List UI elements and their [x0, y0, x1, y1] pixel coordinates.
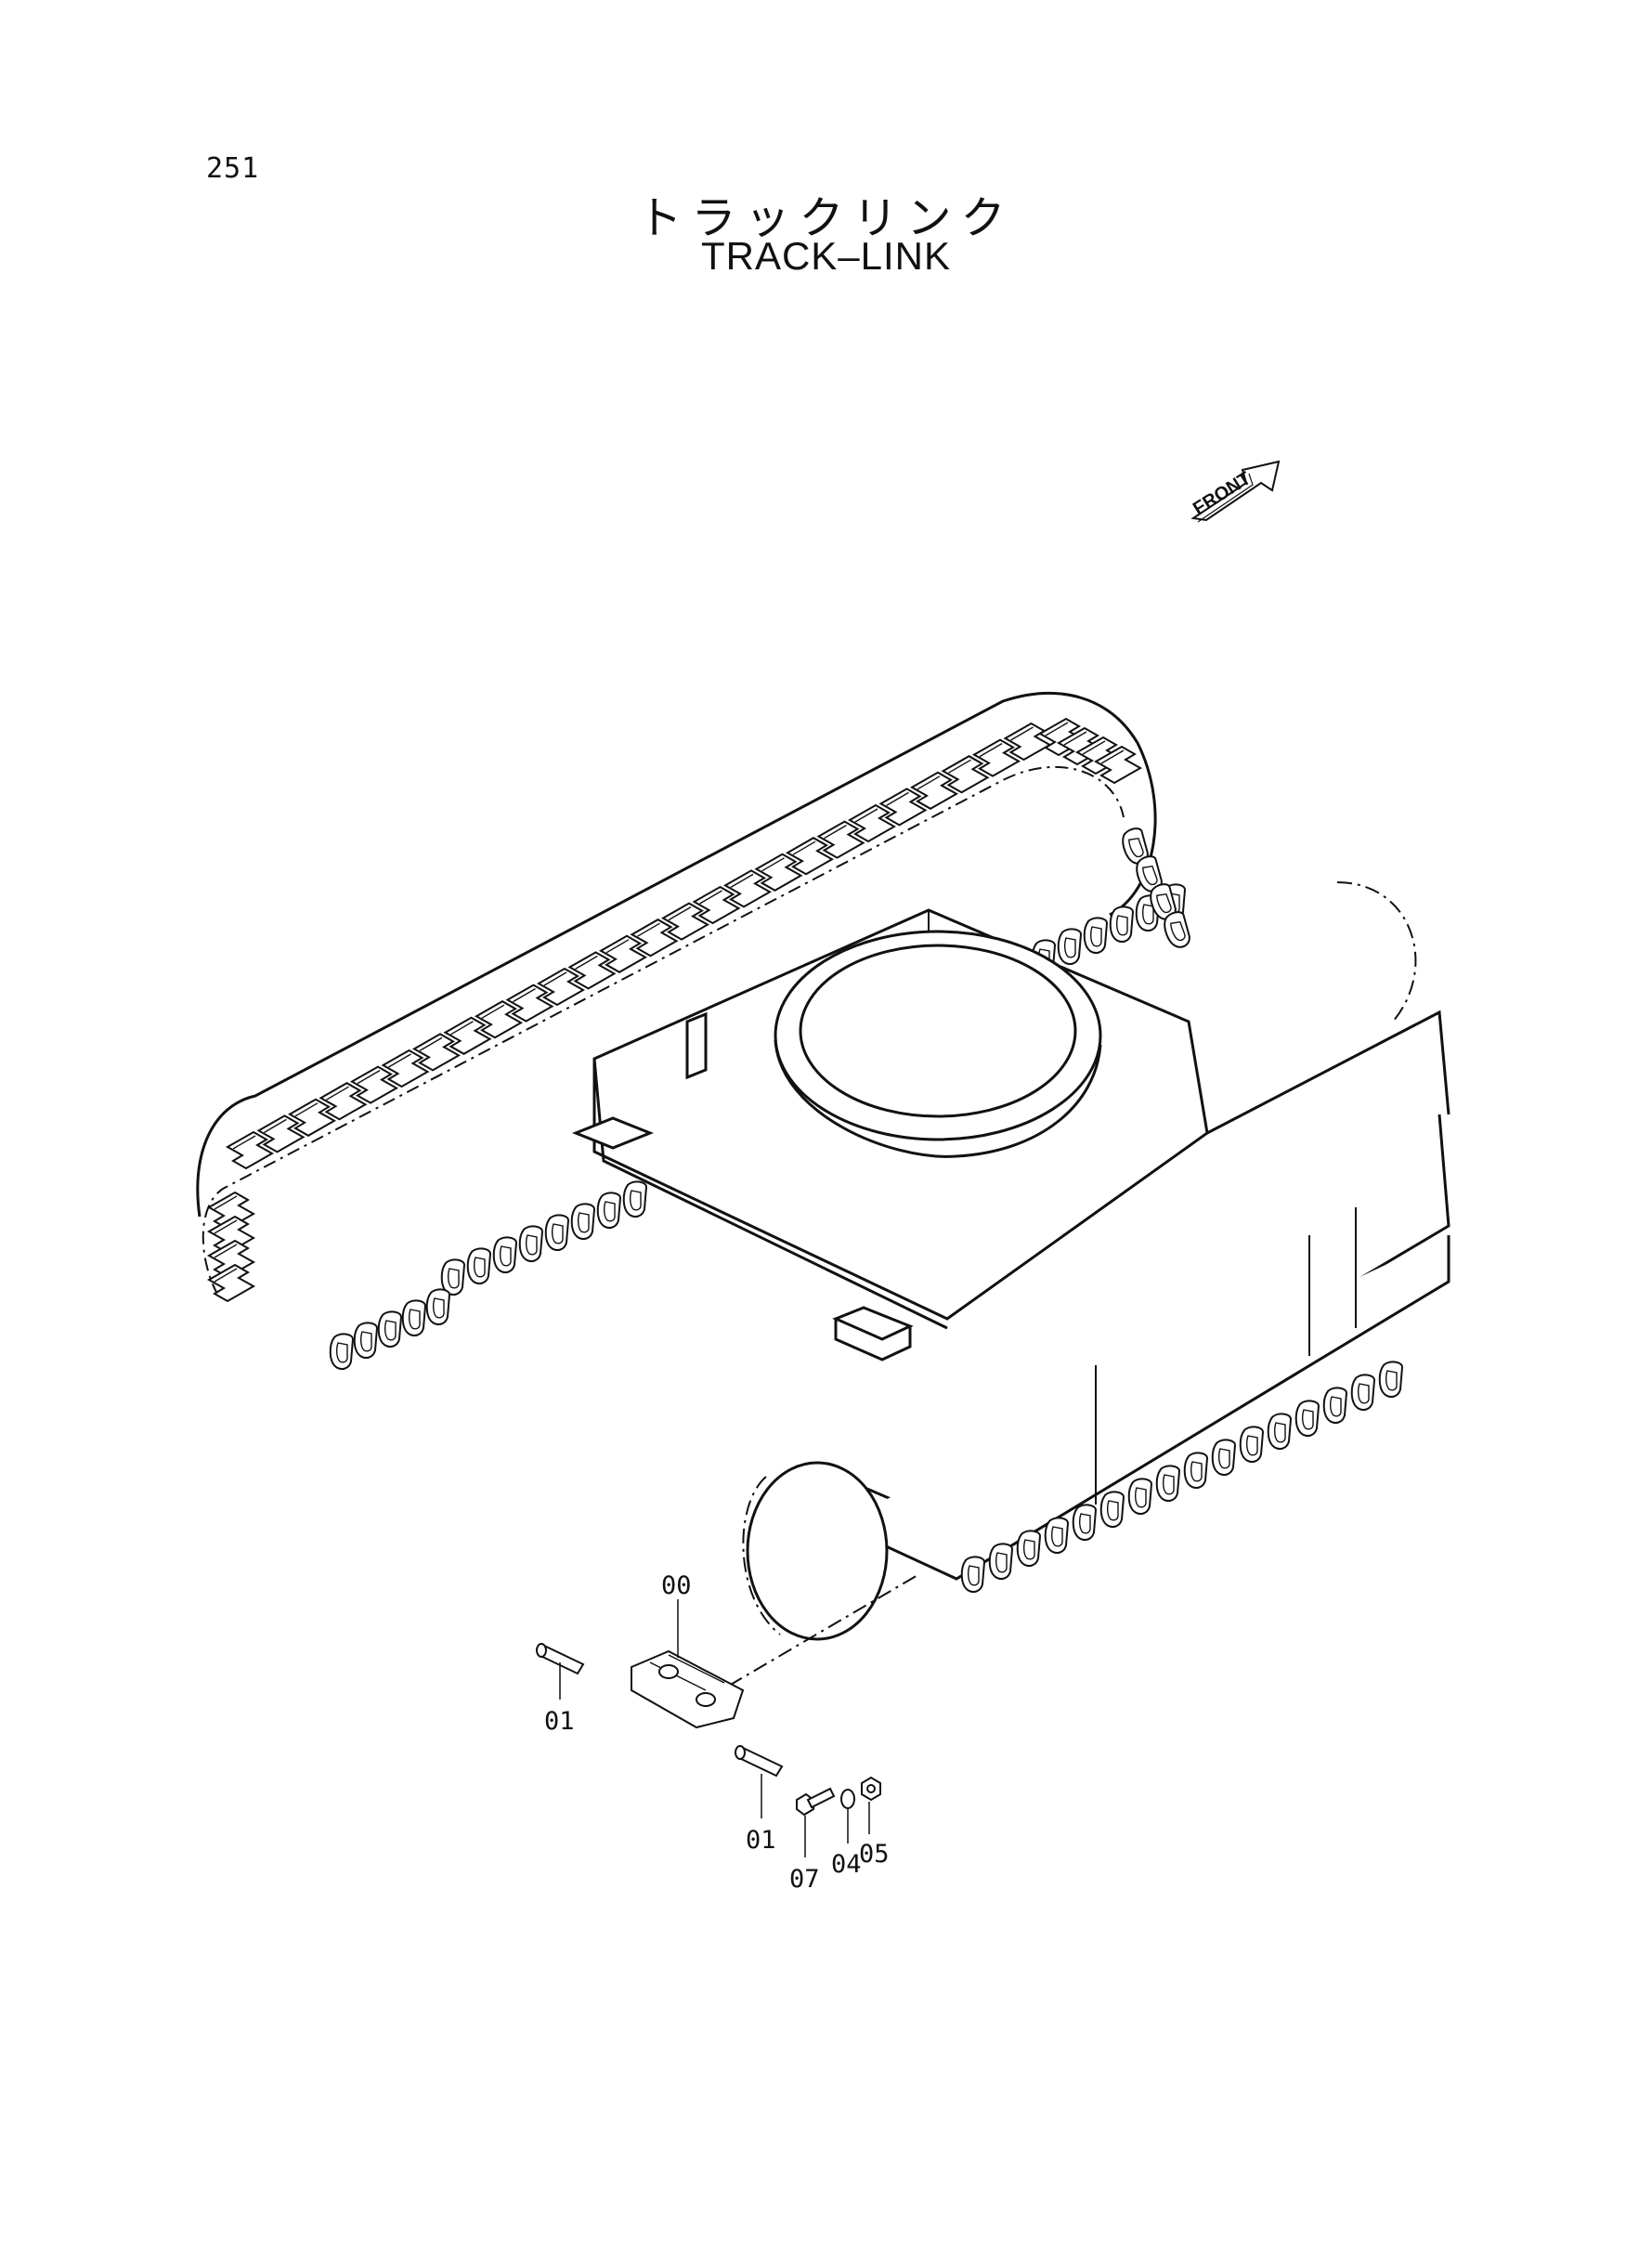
track-link [1294, 1400, 1320, 1437]
track-shoe [849, 804, 895, 842]
track-shoe [538, 968, 584, 1006]
track-link [1127, 1478, 1152, 1515]
pin-left-part [536, 1643, 585, 1700]
track-shoe [568, 951, 616, 990]
nut-part [861, 1776, 881, 1834]
page-title-english: TRACK–LINK [700, 234, 952, 278]
rear-track-links [329, 1288, 450, 1370]
track-link [988, 1543, 1013, 1580]
washer-part [840, 1789, 855, 1844]
track-link [544, 1214, 569, 1251]
track-shoe [942, 755, 989, 794]
leader-line-chain [728, 1573, 920, 1687]
track-link [1155, 1465, 1180, 1502]
track-shoe [227, 1131, 273, 1169]
track-link [1044, 1517, 1069, 1554]
track-link [1057, 928, 1082, 965]
track-shoe [724, 869, 771, 908]
track-link [329, 1333, 354, 1370]
bolt-part [796, 1787, 836, 1857]
track-link [1322, 1387, 1347, 1424]
track-link [377, 1310, 402, 1348]
track-shoe [382, 1049, 429, 1088]
track-shoe [600, 934, 646, 973]
track-shoe [973, 738, 1020, 777]
track-link [492, 1236, 517, 1273]
track-link [425, 1288, 450, 1325]
track-shoe [1004, 723, 1051, 761]
track-link [1099, 1491, 1125, 1528]
track-shoe [289, 1098, 335, 1137]
page-number: 251 [206, 152, 260, 185]
track-link [622, 1180, 647, 1218]
track-link [1211, 1439, 1236, 1476]
track-shoe [755, 853, 802, 892]
track-link [1016, 1530, 1041, 1567]
track-shoe [787, 837, 833, 876]
page-title-japanese: トラックリンク [637, 192, 1015, 244]
upper-track-chain [196, 691, 1157, 1302]
pin-right-part [735, 1745, 784, 1818]
track-link [1239, 1426, 1264, 1463]
track-link [960, 1556, 985, 1593]
track-shoe [506, 984, 553, 1023]
track-link [518, 1225, 543, 1262]
track-shoe [911, 771, 957, 810]
track-shoe [319, 1082, 367, 1121]
callout-washer: 04 [831, 1850, 862, 1879]
track-link [1072, 1504, 1097, 1541]
track-link [1083, 917, 1108, 954]
track-link [1350, 1374, 1375, 1411]
track-shoe [413, 1033, 460, 1072]
track-link [1183, 1452, 1208, 1489]
callout-pin-left: 01 [544, 1707, 575, 1736]
track-shoe [257, 1114, 305, 1153]
front-arrow-icon: FRONT [1190, 460, 1281, 523]
track-link [401, 1299, 426, 1336]
undercarriage-frame [571, 881, 1450, 1641]
callout-nut: 05 [859, 1840, 890, 1869]
track-shoe [631, 919, 678, 958]
track-link [596, 1192, 621, 1229]
track-link [1109, 905, 1134, 943]
track-shoe [817, 820, 865, 859]
callout-pin-right: 01 [746, 1826, 776, 1855]
track-shoe [351, 1065, 397, 1104]
callout-assembly: 00 [661, 1571, 692, 1600]
track-shoe [879, 788, 927, 827]
callout-bolt: 07 [789, 1865, 820, 1894]
track-shoe [662, 902, 709, 941]
track-link [1267, 1413, 1292, 1450]
track-link [466, 1247, 491, 1284]
track-link [353, 1322, 378, 1359]
track-shoe [693, 886, 740, 924]
track-link [570, 1203, 595, 1240]
track-shoe [444, 1016, 491, 1055]
track-link-assembly-part [631, 1599, 745, 1729]
track-shoe [475, 1000, 522, 1039]
track-link [1378, 1361, 1403, 1398]
exploded-parts [536, 1599, 881, 1857]
